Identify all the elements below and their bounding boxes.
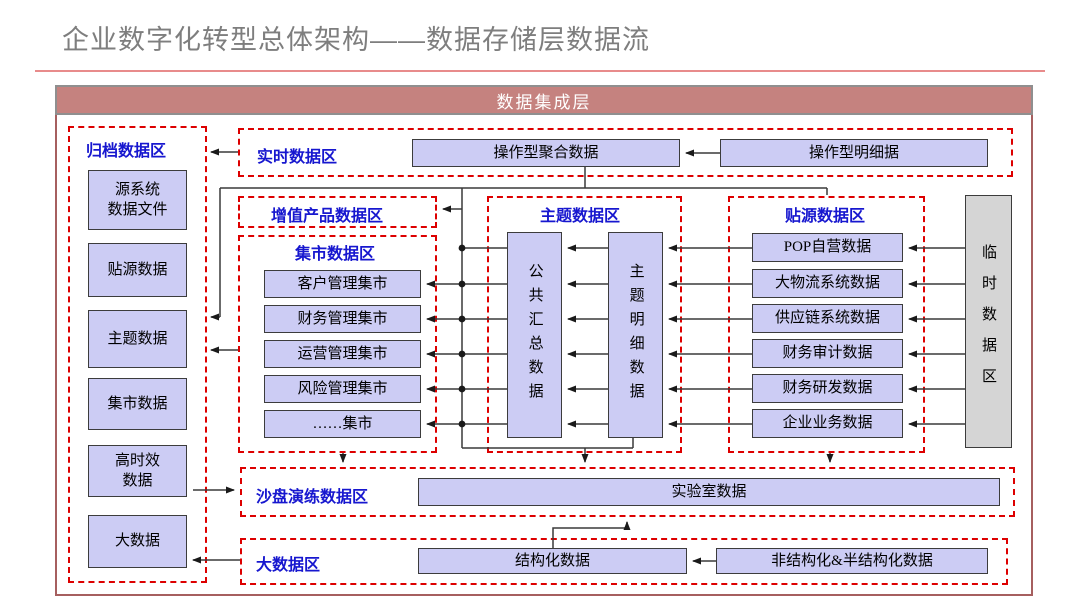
box-subject-detail-data: 主题明细数据 xyxy=(608,232,663,438)
box-structured-data: 结构化数据 xyxy=(418,548,687,574)
value-added-zone xyxy=(238,196,437,228)
box-logistics-system-data: 大物流系统数据 xyxy=(752,269,903,298)
box-operations-mgmt-mart: 运营管理集市 xyxy=(264,340,421,368)
box-archive-big-data: 大数据 xyxy=(88,515,187,568)
box-laboratory-data: 实验室数据 xyxy=(418,478,1000,506)
box-customer-mgmt-mart: 客户管理集市 xyxy=(264,270,421,298)
sandbox-zone-label: 沙盘演练数据区 xyxy=(256,489,369,506)
box-archive-mart-data: 集市数据 xyxy=(88,378,187,430)
box-operational-detail-data: 操作型明细据 xyxy=(720,139,988,167)
box-public-summary-data: 公共汇总数据 xyxy=(507,232,562,438)
temp-data-zone: 临时数据区 xyxy=(965,195,1012,448)
ods-zone xyxy=(728,196,925,453)
data-integration-layer-banner: 数据集成层 xyxy=(55,85,1033,115)
box-source-system-files: 源系统 数据文件 xyxy=(88,170,187,230)
sandbox-zone xyxy=(240,467,1015,517)
box-supply-chain-system-data: 供应链系统数据 xyxy=(752,304,903,333)
page-title: 企业数字化转型总体架构——数据存储层数据流 xyxy=(62,25,650,55)
box-other-marts: ……集市 xyxy=(264,410,421,438)
box-finance-mgmt-mart: 财务管理集市 xyxy=(264,305,421,333)
box-enterprise-business-data: 企业业务数据 xyxy=(752,409,903,438)
subject-zone-label: 主题数据区 xyxy=(540,208,621,225)
box-archive-ods-data: 贴源数据 xyxy=(88,243,187,297)
archive-zone xyxy=(68,126,207,583)
box-pop-self-operated-data: POP自营数据 xyxy=(752,233,903,262)
mart-zone xyxy=(238,235,437,453)
bigdata-zone-label: 大数据区 xyxy=(256,557,321,574)
box-risk-mgmt-mart: 风险管理集市 xyxy=(264,375,421,403)
box-operational-aggregated-data: 操作型聚合数据 xyxy=(412,139,680,167)
box-high-timeliness-data: 高时效 数据 xyxy=(88,445,187,497)
box-finance-rd-data: 财务研发数据 xyxy=(752,374,903,403)
realtime-zone-label: 实时数据区 xyxy=(257,149,338,166)
value-added-zone-label: 增值产品数据区 xyxy=(271,208,384,225)
archive-zone-label: 归档数据区 xyxy=(86,143,167,160)
box-finance-audit-data: 财务审计数据 xyxy=(752,339,903,368)
box-archive-subject-data: 主题数据 xyxy=(88,310,187,368)
ods-zone-label: 贴源数据区 xyxy=(785,208,866,225)
mart-zone-label: 集市数据区 xyxy=(295,246,376,263)
title-divider xyxy=(35,70,1045,72)
box-unstructured-data: 非结构化&半结构化数据 xyxy=(716,548,988,574)
